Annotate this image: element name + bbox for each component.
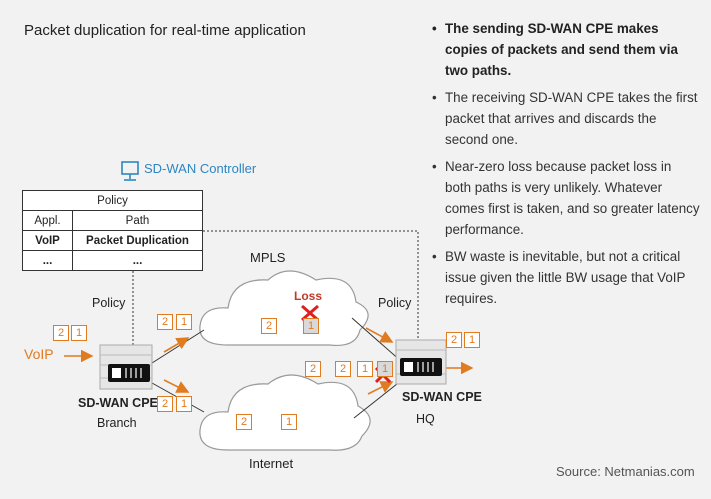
- bullet-list: The sending SD-WAN CPE makes copies of p…: [432, 18, 700, 315]
- policy-cell-appl: VoIP: [22, 230, 73, 251]
- packet-1: 1: [281, 414, 297, 430]
- packet-1-lost: 1: [303, 318, 319, 334]
- policy-cell-path: Packet Duplication: [72, 230, 203, 251]
- packet-2: 2: [53, 325, 69, 341]
- policy-label-hq: Policy: [378, 296, 412, 310]
- policy-cell-appl-more: ...: [22, 250, 73, 271]
- hq-label: HQ: [416, 412, 435, 426]
- branch-label: Branch: [97, 416, 137, 430]
- packet-2: 2: [335, 361, 351, 377]
- voip-label: VoIP: [24, 346, 54, 362]
- hq-cpe-label: SD-WAN CPE: [402, 390, 482, 404]
- packet-2: 2: [157, 396, 173, 412]
- packet-1: 1: [176, 396, 192, 412]
- packet-1: 1: [357, 361, 373, 377]
- loss-label: Loss: [294, 289, 323, 303]
- packet-1: 1: [464, 332, 480, 348]
- packet-2: 2: [446, 332, 462, 348]
- internet-cloud: [199, 374, 371, 451]
- packet-2: 2: [305, 361, 321, 377]
- policy-table: Policy Appl. Path VoIP Packet Duplicatio…: [22, 190, 203, 271]
- policy-header-path: Path: [72, 210, 203, 231]
- policy-header-appl: Appl.: [22, 210, 73, 231]
- packet-2: 2: [157, 314, 173, 330]
- policy-cell-path-more: ...: [72, 250, 203, 271]
- mpls-cloud: [199, 270, 369, 347]
- bullet-item: The sending SD-WAN CPE makes copies of p…: [432, 18, 700, 81]
- loss-x-icon: [301, 304, 319, 322]
- packet-1: 1: [71, 325, 87, 341]
- page-title: Packet duplication for real-time applica…: [24, 22, 306, 39]
- internet-label: Internet: [249, 456, 294, 471]
- controller-label: SD-WAN Controller: [144, 161, 257, 176]
- packet-1-discarded: 1: [377, 361, 393, 377]
- hq-cpe-device: [395, 339, 447, 385]
- controller-monitor-icon: [121, 161, 139, 181]
- source-credit: Source: Netmanias.com: [556, 464, 695, 479]
- bullet-item: The receiving SD-WAN CPE takes the first…: [432, 87, 700, 150]
- packet-1: 1: [176, 314, 192, 330]
- branch-cpe-label: SD-WAN CPE: [78, 396, 158, 410]
- branch-cpe-device: [99, 344, 153, 390]
- policy-label-branch: Policy: [92, 296, 126, 310]
- packet-2: 2: [261, 318, 277, 334]
- bullet-item: Near-zero loss because packet loss in bo…: [432, 156, 700, 240]
- policy-table-title: Policy: [22, 190, 203, 211]
- mpls-label: MPLS: [250, 250, 286, 265]
- packet-2: 2: [236, 414, 252, 430]
- bullet-item: BW waste is inevitable, but not a critic…: [432, 246, 700, 309]
